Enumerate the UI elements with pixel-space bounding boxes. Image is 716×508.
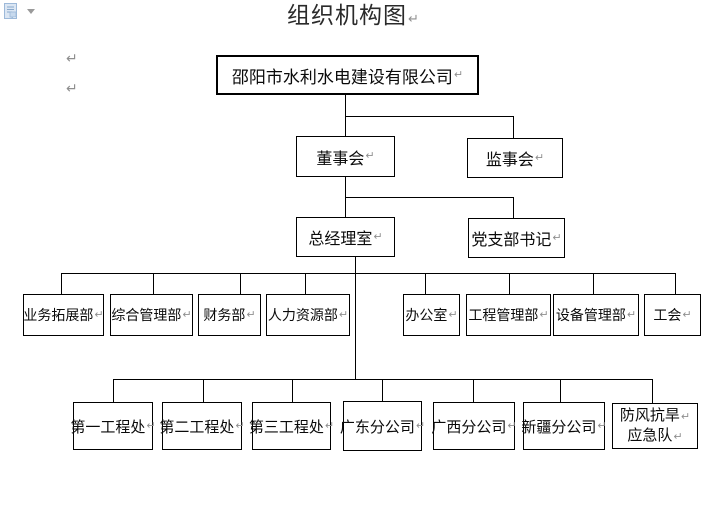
org-node-guangdong-branch[interactable]: 广东分公司↵ [339,401,426,451]
org-node-party-secretary[interactable]: 党支部书记↵ [468,218,565,258]
pilcrow-mark: ↵ [453,68,464,81]
pilcrow-mark: ↵ [235,419,245,432]
org-node-guangxi-branch[interactable]: 广西分公司↵ [431,402,517,450]
pilcrow-mark: ↵ [338,308,349,321]
org-node-eng-div-1[interactable]: 第一工程处↵ [70,402,156,450]
org-node-equipment-mgmt[interactable]: 设备管理部↵ [553,294,639,336]
org-node-office[interactable]: 办公室↵ [403,294,460,336]
pilcrow-mark: ↵ [534,151,545,164]
org-node-label: 总经理室 [308,231,373,248]
org-node-label: 第二工程处 [159,418,235,436]
org-node-hr[interactable]: 人力资源部↵ [266,294,350,336]
pilcrow-mark: ↵ [94,308,104,321]
connector-line [345,116,514,117]
pilcrow-mark: ↵ [680,410,691,423]
connector-line [345,197,514,198]
connector-line [560,379,561,402]
connector-line [513,197,514,218]
org-node-label: 监事会 [485,152,534,169]
pilcrow-mark: ↵ [673,431,683,443]
connector-line [305,273,306,294]
connector-line [382,379,383,402]
connector-line [345,95,346,136]
pilcrow-mark: ↵ [682,308,692,321]
pilcrow-mark: ↵ [324,419,335,432]
paste-options-button[interactable] [3,2,37,24]
connector-line [473,379,474,402]
pilcrow-mark: ↵ [373,230,383,243]
org-node-label: 综合管理部 [111,307,182,323]
org-node-label: 设备管理部 [555,307,626,323]
org-node-label: 人力资源部 [267,307,338,323]
connector-line [509,273,510,294]
pilcrow-mark: ↵ [66,50,78,66]
org-node-label-line2: 应急队↵ [627,427,683,444]
org-node-xinjiang-branch[interactable]: 新疆分公司↵ [521,402,607,450]
connector-line [355,257,356,380]
pilcrow-mark: ↵ [246,308,256,321]
connector-line [113,379,653,380]
org-node-label: 财务部 [203,307,246,323]
org-node-finance[interactable]: 财务部↵ [198,294,261,336]
org-node-label: 业务拓展部 [23,307,94,323]
org-node-eng-div-2[interactable]: 第二工程处↵ [159,402,245,450]
org-node-label: 工会 [653,307,682,323]
connector-line [61,273,676,274]
org-node-label-line1: 防风抗旱↵ [619,406,691,424]
connector-line [203,379,204,402]
org-node-supervisory-board[interactable]: 监事会↵ [467,138,563,178]
page-title[interactable]: 组织机构图↵ [287,2,420,28]
org-node-label: 工程管理部 [468,307,539,323]
org-node-label: 董事会 [316,150,365,168]
connector-line [153,273,154,294]
org-node-eng-div-3[interactable]: 第三工程处↵ [248,402,335,450]
pilcrow-mark: ↵ [415,419,426,432]
pilcrow-mark: ↵ [552,231,562,244]
pilcrow-mark: ↵ [507,419,517,432]
pilcrow-mark: ↵ [448,308,458,321]
org-node-business-dev[interactable]: 业务拓展部↵ [23,294,104,336]
pilcrow-mark: ↵ [597,419,607,432]
connector-line [240,273,241,294]
org-node-board[interactable]: 董事会↵ [296,136,395,177]
org-node-project-mgmt[interactable]: 工程管理部↵ [466,294,551,336]
org-node-label: 广西分公司 [431,418,507,436]
pilcrow-mark: ↵ [182,308,192,321]
org-node-label: 办公室 [405,307,448,323]
connector-line [593,273,594,294]
org-node-labor-union[interactable]: 工会↵ [644,294,701,336]
org-node-label: 第一工程处 [70,418,146,436]
connector-line [61,273,62,294]
org-node-emergency-team[interactable]: 防风抗旱↵ 应急队↵ [612,403,698,449]
connector-line [425,273,426,294]
org-node-label: 党支部书记 [471,232,552,249]
org-node-label: 邵阳市水利水电建设有限公司 [231,67,453,87]
pilcrow-mark: ↵ [146,419,156,432]
pilcrow-mark: ↵ [66,80,78,96]
pilcrow-mark: ↵ [539,308,549,321]
page-title-text: 组织机构图 [287,2,407,28]
org-node-general-mgmt[interactable]: 综合管理部↵ [110,294,193,336]
pilcrow-mark: ↵ [408,11,420,26]
connector-line [113,379,114,402]
connector-line [292,379,293,402]
pilcrow-mark: ↵ [626,308,637,321]
connector-line [513,116,514,138]
org-node-gm-office[interactable]: 总经理室↵ [296,217,395,257]
pilcrow-mark: ↵ [365,150,375,162]
connector-line [675,273,676,294]
org-node-label: 第三工程处 [248,418,324,436]
connector-line [652,379,653,403]
org-node-label: 广东分公司 [339,418,415,436]
org-node-label: 新疆分公司 [521,418,597,436]
dropdown-arrow-icon[interactable] [27,9,35,14]
org-node-company[interactable]: 邵阳市水利水电建设有限公司↵ [216,55,479,95]
